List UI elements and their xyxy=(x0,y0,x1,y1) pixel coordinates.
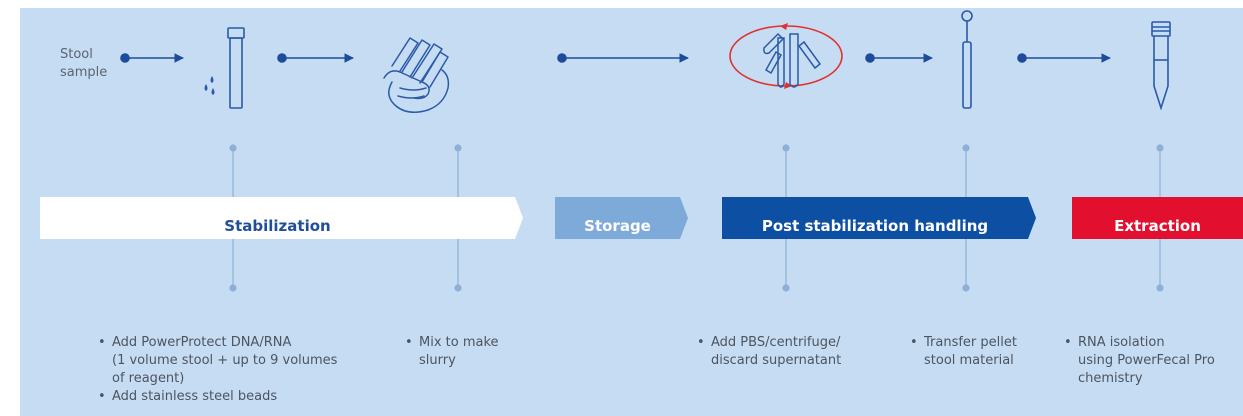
extraction-tube-icon xyxy=(1151,21,1171,111)
step-2-notes: Mix to make slurry xyxy=(405,334,565,370)
stage-extraction-label: Extraction xyxy=(1114,217,1201,235)
step-1-notes: Add PowerProtect DNA/RNA (1 volume stool… xyxy=(98,334,388,406)
arrow-2 xyxy=(277,53,354,63)
connector-3 xyxy=(782,144,790,292)
arrow-1 xyxy=(120,53,184,63)
arrow-4 xyxy=(865,53,933,63)
tube-with-drops-icon xyxy=(204,27,245,109)
bullet-item: Transfer pellet stool material xyxy=(910,334,1060,370)
arrow-5 xyxy=(1017,53,1111,63)
centrifuge-icon xyxy=(729,23,843,89)
bullet-item: Add stainless steel beads xyxy=(98,388,388,406)
stage-banner-extraction xyxy=(1072,197,1243,239)
stage-banner-storage xyxy=(555,197,688,239)
arrow-3 xyxy=(557,53,689,63)
bullet-item: Add PBS/centrifuge/ discard supernatant xyxy=(697,334,897,370)
step-3-notes: Add PBS/centrifuge/ discard supernatant xyxy=(697,334,897,370)
inoculation-loop-icon xyxy=(961,10,973,109)
workflow-diagram: Stool sample Stabilization Storage Post … xyxy=(20,8,1243,416)
bullet-item: Mix to make slurry xyxy=(405,334,565,370)
stage-post-stabilization-label: Post stabilization handling xyxy=(761,217,989,235)
step-4-notes: Transfer pellet stool material xyxy=(910,334,1060,370)
flow-arrows xyxy=(120,53,1111,63)
stage-storage-label: Storage xyxy=(584,217,651,235)
stage-banners xyxy=(40,197,1243,239)
stage-banner-stabilization xyxy=(40,197,523,239)
stage-stabilization-label: Stabilization xyxy=(224,217,331,235)
stool-sample-label: Stool sample xyxy=(60,47,108,80)
diagram-canvas xyxy=(40,10,1243,292)
bullet-item: Add PowerProtect DNA/RNA (1 volume stool… xyxy=(98,334,388,388)
step-5-notes: RNA isolation using PowerFecal Pro chemi… xyxy=(1064,334,1243,388)
stage-banner-post xyxy=(722,197,1036,239)
hand-mixing-icon xyxy=(383,37,450,113)
bullet-item: RNA isolation using PowerFecal Pro chemi… xyxy=(1064,334,1243,388)
